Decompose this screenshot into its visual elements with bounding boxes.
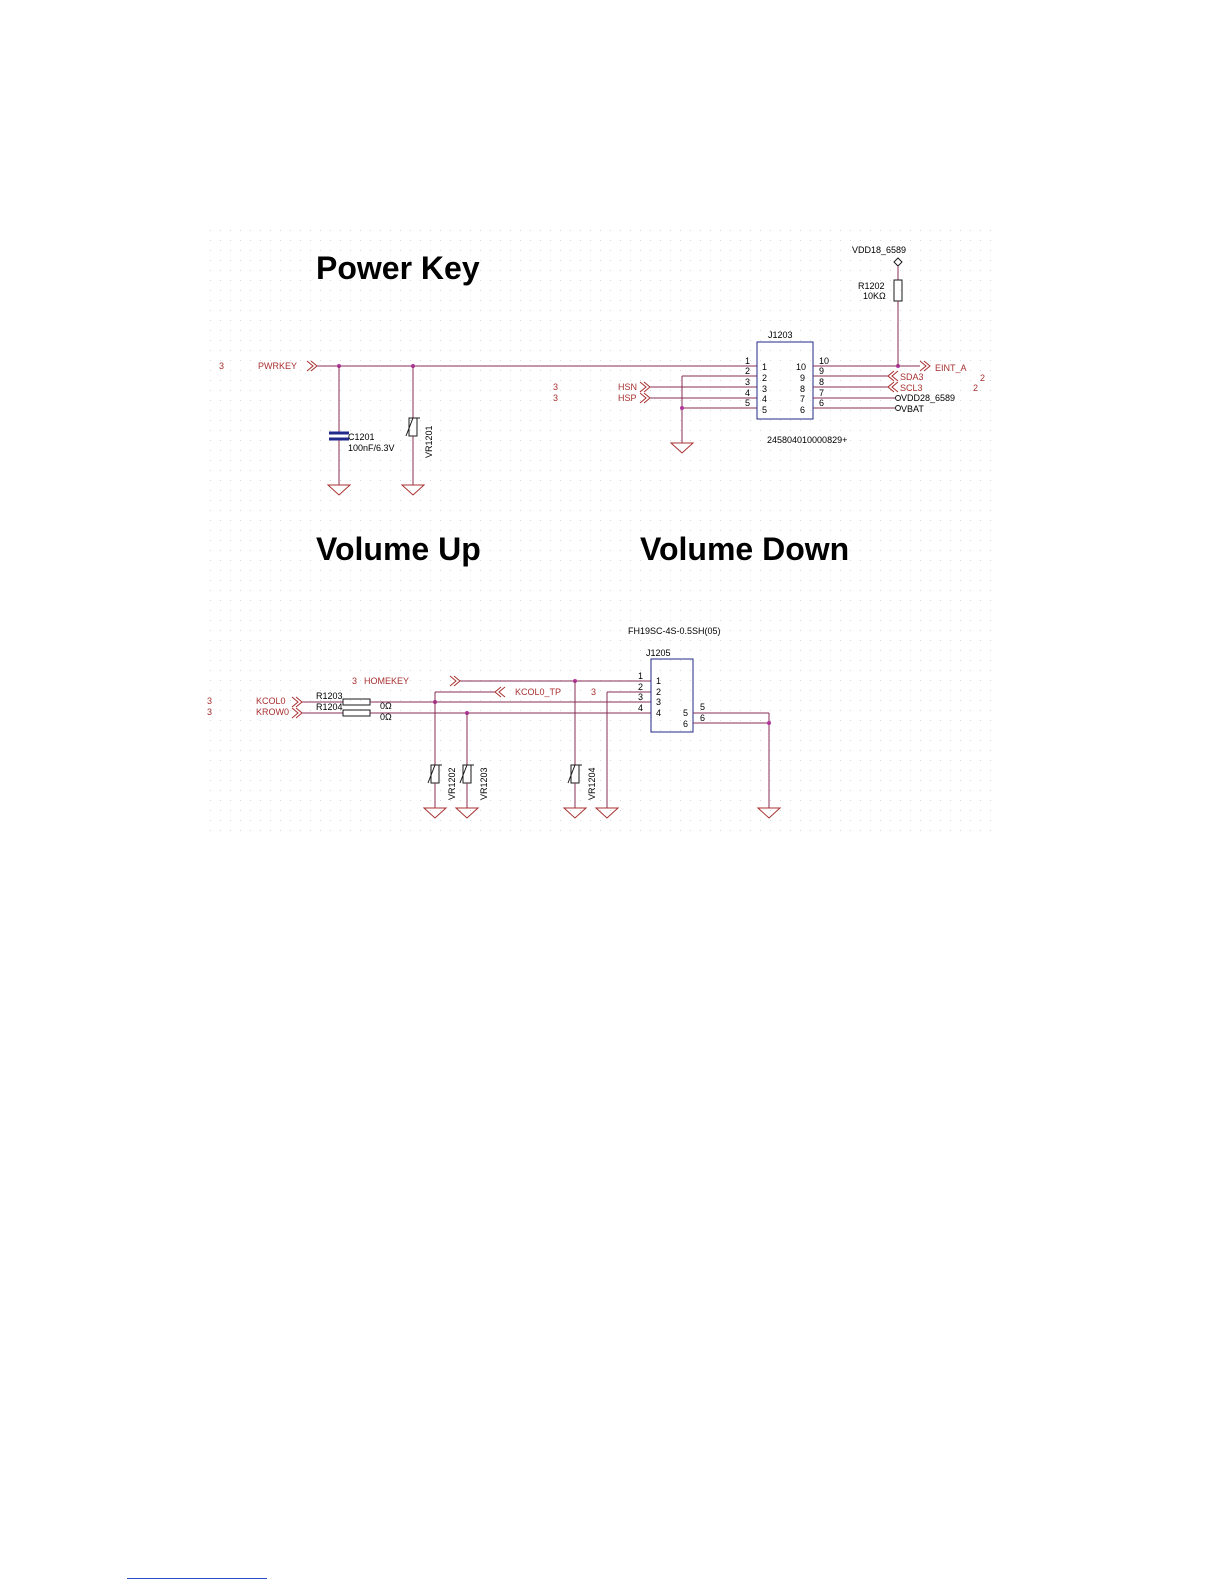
j1203-ext-pin-10: 10 bbox=[819, 356, 829, 366]
j1203-pin-6: 6 bbox=[800, 405, 805, 415]
hsp-net-label: HSP bbox=[618, 393, 637, 403]
j1205-ref: J1205 bbox=[646, 648, 671, 658]
j1205-ext-pin-6: 6 bbox=[700, 713, 705, 723]
volume-up-heading: Volume Up bbox=[316, 531, 481, 567]
j1205-pin-5: 5 bbox=[683, 708, 688, 718]
j1203-pin-1: 1 bbox=[762, 362, 767, 372]
j1205-pin-1: 1 bbox=[656, 676, 661, 686]
pwrkey-net-label: PWRKEY bbox=[258, 361, 297, 371]
j1203-ext-pin-3: 3 bbox=[745, 377, 750, 387]
footer-rule bbox=[127, 1578, 267, 1579]
krow-net-label: KROW0 bbox=[256, 707, 289, 717]
r1202-value: 10KΩ bbox=[863, 291, 886, 301]
kcol-sheet-number: 3 bbox=[207, 696, 212, 706]
power-key-heading: Power Key bbox=[316, 250, 480, 286]
j1203-pin-10: 10 bbox=[796, 362, 806, 372]
vdd18-power-label: VDD18_6589 bbox=[852, 245, 906, 255]
j1203-pin-2: 2 bbox=[762, 373, 767, 383]
j1205-ext-pin-2: 2 bbox=[638, 682, 643, 692]
hsn-sheet-number: 3 bbox=[553, 382, 558, 392]
hsn-net-label: HSN bbox=[618, 382, 637, 392]
volume-key-circuit: 3 3 KCOL0 KROW0 R1203 R1204 0Ω 0Ω 3 HOME… bbox=[207, 626, 782, 819]
eint-net-label: EINT_A bbox=[935, 363, 967, 373]
krow-sheet-number: 3 bbox=[207, 707, 212, 717]
scl-net-label: SCL3 bbox=[900, 383, 923, 393]
hsp-sheet-number: 3 bbox=[553, 393, 558, 403]
j1205-pin-6: 6 bbox=[683, 719, 688, 729]
power-key-circuit: 3 PWRKEY C1201 100nF/6.3V VR1201 3 3 HSN… bbox=[219, 245, 985, 496]
j1203-ext-pin-2: 2 bbox=[745, 366, 750, 376]
j1203-pin-3: 3 bbox=[762, 384, 767, 394]
kcol-tp-net-label: KCOL0_TP bbox=[515, 687, 561, 697]
j1205-pin-3: 3 bbox=[656, 697, 661, 707]
vdd28-power-label: VDD28_6589 bbox=[901, 393, 955, 403]
homekey-net-label: HOMEKEY bbox=[364, 676, 409, 686]
j1205-pin-4: 4 bbox=[656, 708, 661, 718]
j1203-pin-7: 7 bbox=[800, 394, 805, 404]
homekey-sheet-number: 3 bbox=[352, 676, 357, 686]
c1201-ref: C1201 bbox=[348, 432, 375, 442]
j1203-pin-8: 8 bbox=[800, 384, 805, 394]
j1203-pin-5: 5 bbox=[762, 405, 767, 415]
vr1202-ref: VR1202 bbox=[447, 767, 457, 800]
r1204-ref: R1204 bbox=[316, 702, 343, 712]
kcol-tp-sheet-number: 3 bbox=[591, 687, 596, 697]
j1203-ext-pin-1: 1 bbox=[745, 356, 750, 366]
c1201-value: 100nF/6.3V bbox=[348, 443, 395, 453]
j1203-pin-4: 4 bbox=[762, 394, 767, 404]
j1205-ext-pin-3: 3 bbox=[638, 692, 643, 702]
j1203-ext-pin-6: 6 bbox=[819, 398, 824, 408]
j1203-ext-pin-9: 9 bbox=[819, 366, 824, 376]
r1203-value: 0Ω bbox=[380, 701, 392, 711]
j1205-ext-pin-1: 1 bbox=[638, 671, 643, 681]
j1203-ext-pin-5: 5 bbox=[745, 398, 750, 408]
scl-sheet-number: 2 bbox=[973, 383, 978, 393]
r1202-ref: R1202 bbox=[858, 281, 885, 291]
schematic-grid bbox=[203, 222, 1000, 834]
vbat-power-label: VBAT bbox=[901, 404, 924, 414]
sda-net-label: SDA3 bbox=[900, 372, 924, 382]
sda-sheet-number: 2 bbox=[980, 373, 985, 383]
r1203-ref: R1203 bbox=[316, 691, 343, 701]
r1204-value: 0Ω bbox=[380, 712, 392, 722]
kcol-net-label: KCOL0 bbox=[256, 696, 286, 706]
j1205-ext-pin-4: 4 bbox=[638, 703, 643, 713]
vr1201-ref: VR1201 bbox=[424, 425, 434, 458]
pwrkey-sheet-number: 3 bbox=[219, 361, 224, 371]
j1205-part-number: FH19SC-4S-0.5SH(05) bbox=[628, 626, 721, 636]
volume-down-heading: Volume Down bbox=[640, 531, 849, 567]
j1205-pin-2: 2 bbox=[656, 687, 661, 697]
j1205-ext-pin-5: 5 bbox=[700, 702, 705, 712]
vr1203-ref: VR1203 bbox=[479, 767, 489, 800]
j1203-ref: J1203 bbox=[768, 330, 793, 340]
j1203-pin-9: 9 bbox=[800, 373, 805, 383]
j1203-ext-pin-7: 7 bbox=[819, 388, 824, 398]
vr1204-ref: VR1204 bbox=[587, 767, 597, 800]
j1203-ext-pin-8: 8 bbox=[819, 377, 824, 387]
j1203-part-number: 245804010000829+ bbox=[767, 435, 847, 445]
j1203-ext-pin-4: 4 bbox=[745, 388, 750, 398]
